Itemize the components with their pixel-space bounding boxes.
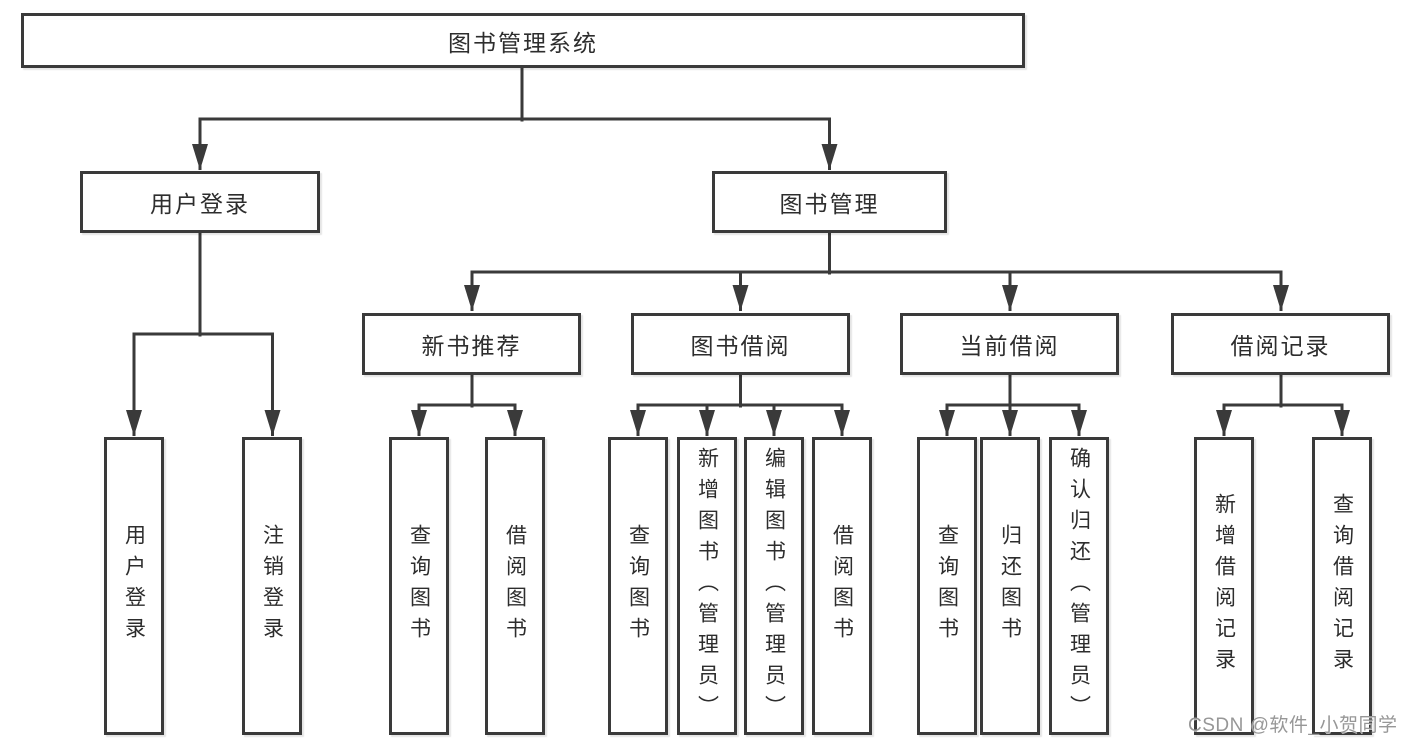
leaf-borrow-books-recommend: 借阅图书 <box>485 437 545 735</box>
leaf-return-books: 归还图书 <box>980 437 1040 735</box>
leaf-query-borrow-record: 查询借阅记录 <box>1312 437 1372 735</box>
leaf-user-login-label: 用户登录 <box>122 524 146 648</box>
leaf-add-books-admin: 新增图书（管理员） <box>677 437 737 735</box>
leaf-query-books-current: 查询图书 <box>917 437 977 735</box>
csdn-watermark: CSDN @软件_小贺同学 <box>1188 715 1398 736</box>
leaf-edit-books-admin-label: 编辑图书（管理员） <box>762 446 786 726</box>
node-user-login: 用户登录 <box>80 171 320 233</box>
leaf-query-books-recommend-label: 查询图书 <box>407 524 431 648</box>
leaf-add-borrow-record: 新增借阅记录 <box>1194 437 1254 735</box>
node-book-management: 图书管理 <box>712 171 947 233</box>
leaf-logout: 注销登录 <box>242 437 302 735</box>
node-current-borrow: 当前借阅 <box>900 313 1119 375</box>
leaf-query-books-borrow: 查询图书 <box>608 437 668 735</box>
leaf-confirm-return-admin: 确认归还（管理员） <box>1049 437 1109 735</box>
node-new-book-recommend: 新书推荐 <box>362 313 581 375</box>
node-book-borrow: 图书借阅 <box>631 313 850 375</box>
node-borrow-records-label: 借阅记录 <box>1230 333 1331 359</box>
leaf-confirm-return-admin-label: 确认归还（管理员） <box>1067 446 1091 726</box>
node-book-management-label: 图书管理 <box>779 191 880 217</box>
node-user-login-label: 用户登录 <box>150 191 250 217</box>
leaf-query-books-current-label: 查询图书 <box>935 524 959 648</box>
leaf-logout-label: 注销登录 <box>260 524 284 648</box>
leaf-borrow-books-label: 借阅图书 <box>830 524 854 648</box>
leaf-borrow-books: 借阅图书 <box>812 437 872 735</box>
leaf-edit-books-admin: 编辑图书（管理员） <box>744 437 804 735</box>
node-root-label: 图书管理系统 <box>448 29 598 56</box>
node-borrow-records: 借阅记录 <box>1171 313 1390 375</box>
node-current-borrow-label: 当前借阅 <box>959 333 1060 359</box>
node-root: 图书管理系统 <box>21 13 1025 68</box>
leaf-query-books-borrow-label: 查询图书 <box>626 524 650 648</box>
leaf-query-books-recommend: 查询图书 <box>389 437 449 735</box>
node-new-book-recommend-label: 新书推荐 <box>421 333 522 359</box>
leaf-add-books-admin-label: 新增图书（管理员） <box>695 446 719 726</box>
leaf-query-borrow-record-label: 查询借阅记录 <box>1330 493 1354 679</box>
leaf-add-borrow-record-label: 新增借阅记录 <box>1212 493 1236 679</box>
leaf-return-books-label: 归还图书 <box>998 524 1022 648</box>
leaf-borrow-books-recommend-label: 借阅图书 <box>503 524 527 648</box>
node-book-borrow-label: 图书借阅 <box>690 333 791 359</box>
leaf-user-login: 用户登录 <box>104 437 164 735</box>
